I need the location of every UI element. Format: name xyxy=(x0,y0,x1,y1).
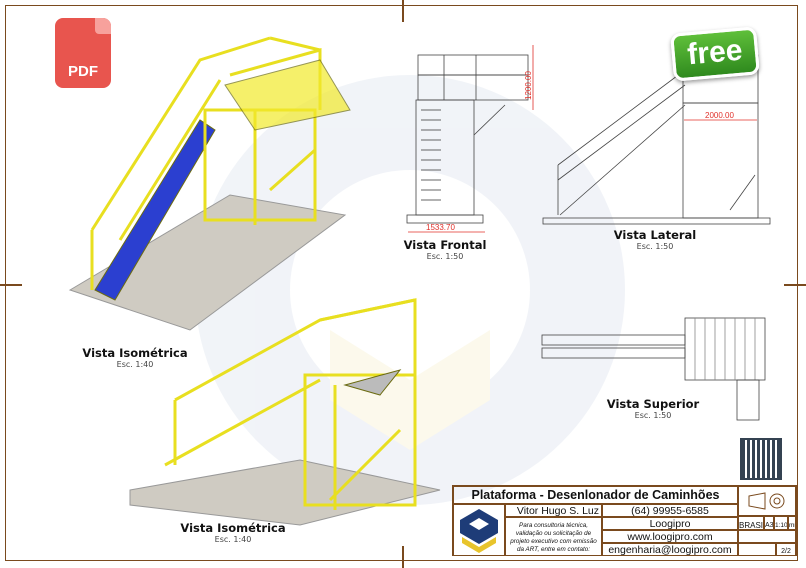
country: BRASIL xyxy=(738,516,764,530)
designer-name: Vitor Hugo S. Luz xyxy=(505,504,602,517)
center-mark-top xyxy=(402,0,404,22)
social-handle: Loogipro xyxy=(602,517,738,530)
center-mark-left xyxy=(0,284,22,286)
qr-code xyxy=(740,438,782,480)
pdf-badge-icon: PDF xyxy=(55,18,111,88)
date-cell xyxy=(738,543,776,556)
sheet-border xyxy=(5,5,798,561)
contact-phone: (64) 99955-6585 xyxy=(602,504,738,517)
center-mark-bottom xyxy=(402,546,404,568)
top-view xyxy=(541,317,766,421)
free-badge: free xyxy=(670,26,760,82)
dimension-side-width: 2000.00 xyxy=(705,111,734,120)
front-view xyxy=(406,45,534,233)
projection-symbol-icon xyxy=(738,486,796,516)
email[interactable]: engenharia@loogipro.com xyxy=(602,543,738,556)
sheet-size: A3 xyxy=(764,516,774,530)
dimension-height: 1200.00 xyxy=(524,71,533,100)
dimension-front-width: 1533.70 xyxy=(426,223,455,232)
unit: mm xyxy=(788,516,796,530)
center-mark-right xyxy=(784,284,806,286)
watermark-logo xyxy=(195,75,625,505)
isometric-view-2 xyxy=(129,298,441,526)
website[interactable]: www.loogipro.com xyxy=(602,530,738,543)
title-block: Plataforma - Desenlonador de Caminhões V… xyxy=(452,485,797,556)
empty-cell xyxy=(738,530,796,543)
sheet-number: 2/2 xyxy=(776,543,796,556)
observations: Para consultoria técnica, validação ou s… xyxy=(505,517,602,556)
loogipro-logo xyxy=(453,504,505,556)
drawing-scale: 1:100 xyxy=(774,516,788,530)
title-block-title: Plataforma - Desenlonador de Caminhões xyxy=(453,486,738,504)
isometric-view-1 xyxy=(68,36,351,331)
